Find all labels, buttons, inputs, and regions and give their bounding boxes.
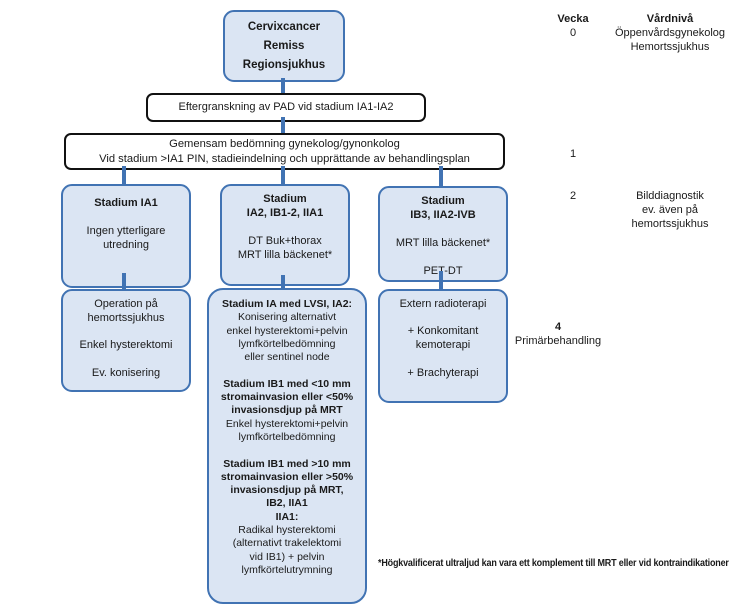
connector-line [281,166,285,185]
week-4-label: Primärbehandling [514,335,602,347]
pad-review-text: Eftergranskning av PAD vid stadium IA1-I… [178,101,394,114]
week-4-value: 4 [554,321,562,333]
week-2-value: 2 [569,190,577,202]
connector-line [281,275,285,289]
connector-line [439,166,443,187]
connector-line [281,78,285,94]
footnote: *Högkvalificerat ultraljud kan vara ett … [378,558,729,569]
week-0-value: 0 [569,27,577,39]
week-title: Vecka [557,13,589,25]
connector-line [122,166,126,185]
connector-line [439,271,443,290]
week-1-value: 1 [569,148,577,160]
connector-line [281,117,285,134]
week-header: Vecka 0 [545,12,601,40]
week-4-block: 4 Primärbehandling [498,320,618,348]
treatment-detail-box: Stadium IA med LVSI, IA2:Konisering alte… [207,288,367,604]
connector-line [122,273,126,290]
care-level-title: Vårdnivå [646,13,694,25]
pad-review-box: Eftergranskning av PAD vid stadium IA1-I… [146,93,426,122]
